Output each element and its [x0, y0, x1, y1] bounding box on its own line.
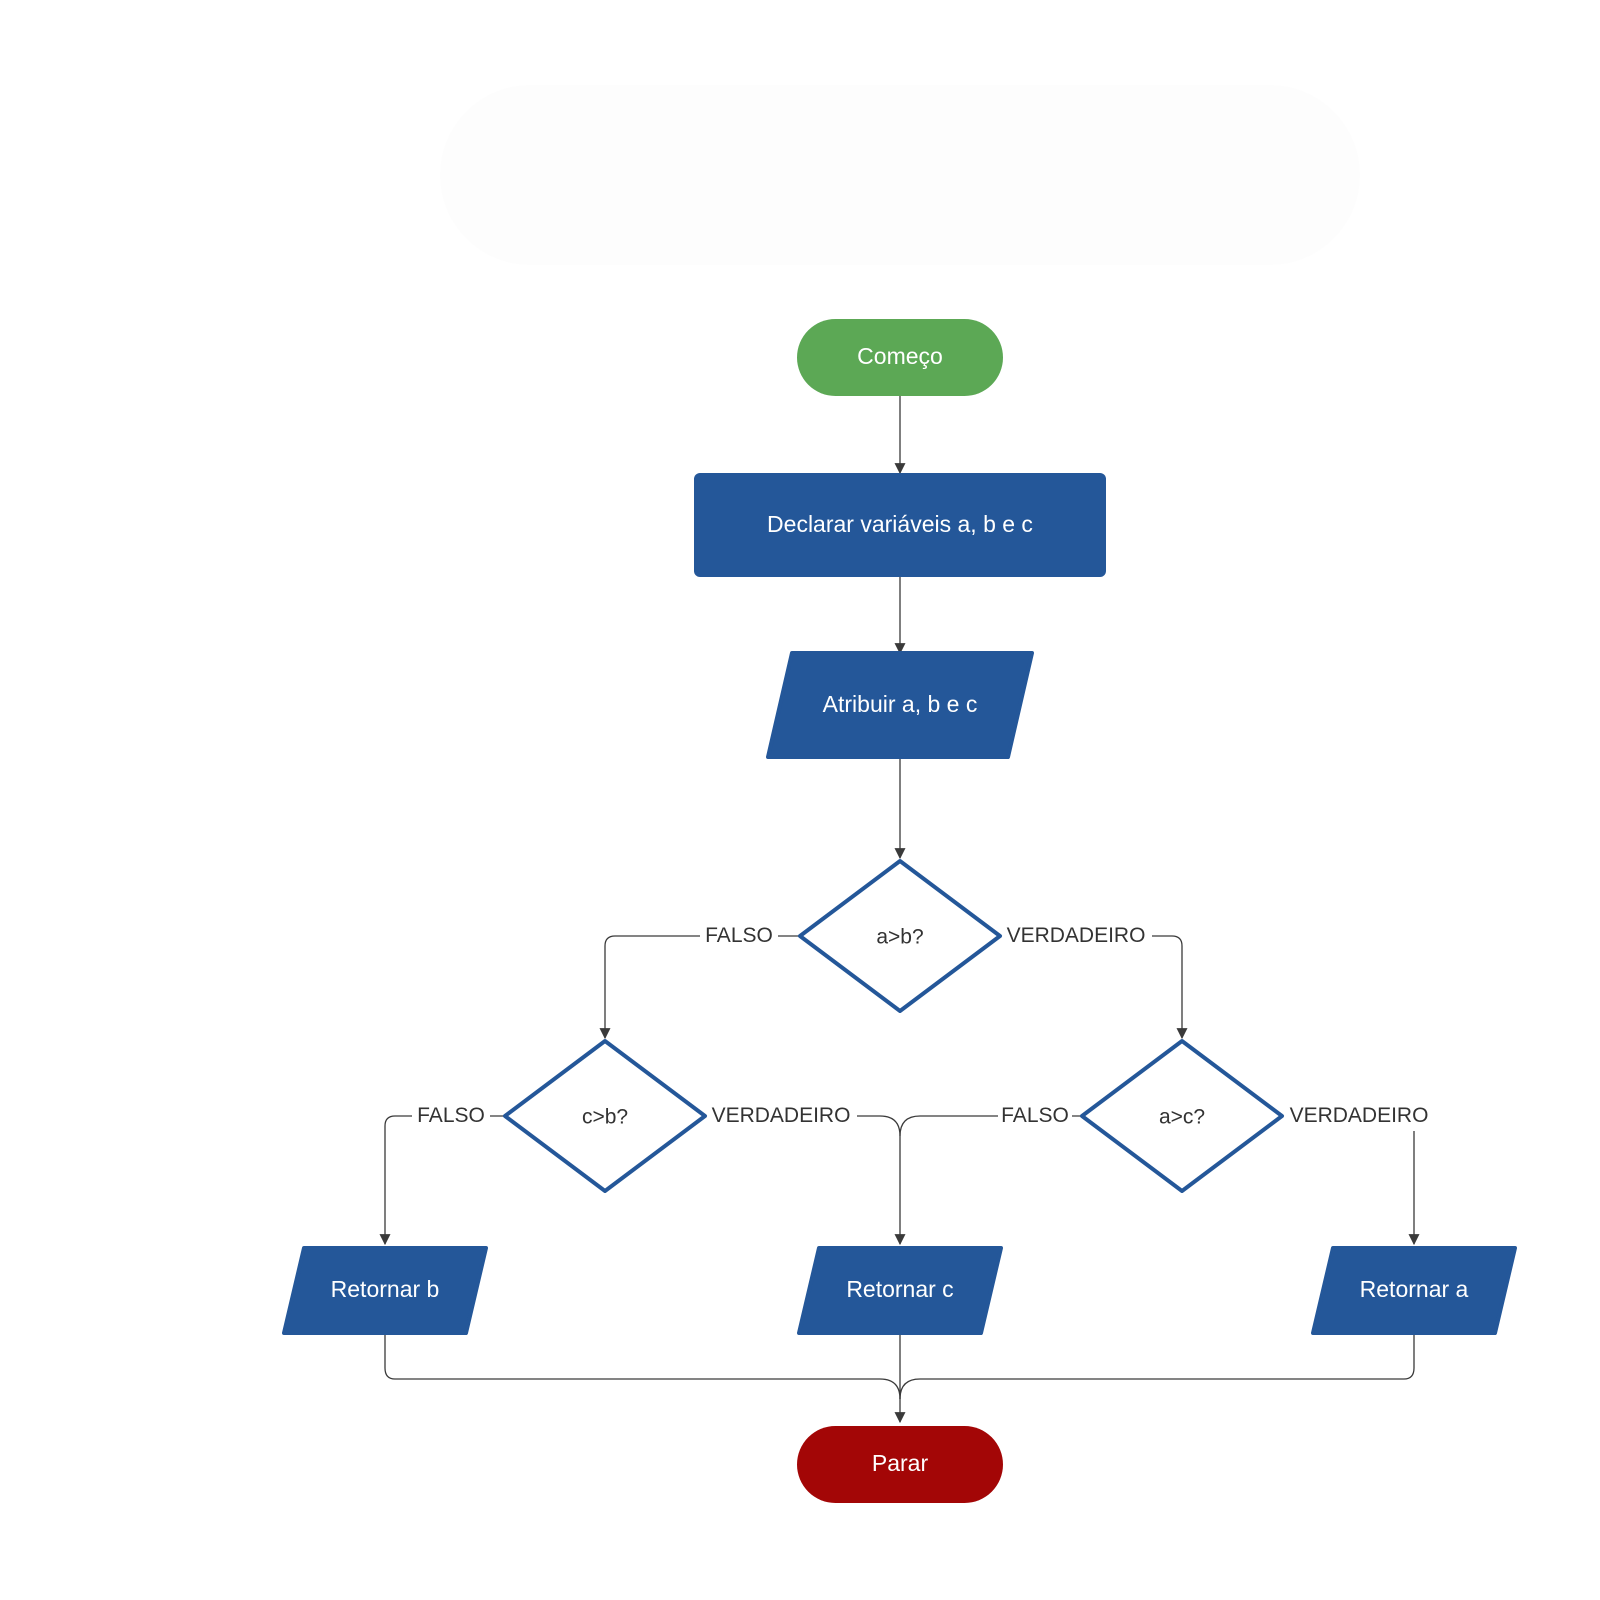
start-label: Começo	[857, 343, 943, 369]
decision-ac-label: a>c?	[1159, 1106, 1205, 1129]
declare-label: Declarar variáveis a, b e c	[767, 511, 1033, 537]
node-declare[interactable]: Declarar variáveis a, b e c	[694, 473, 1106, 577]
edge-ab-true	[1152, 935, 1188, 1040]
return-b-io-shape	[282, 1246, 488, 1335]
node-return-a[interactable]: Retornar a	[1311, 1246, 1517, 1335]
edge-cb-true	[857, 1115, 906, 1246]
return-a-io-shape	[1311, 1246, 1517, 1335]
node-return-b[interactable]: Retornar b	[282, 1246, 488, 1335]
title-placeholder	[440, 85, 1360, 265]
return-a-label: Retornar a	[1360, 1276, 1469, 1302]
label-ac-true: VERDADEIRO	[1290, 1104, 1429, 1127]
start-terminator-shape	[797, 319, 1003, 396]
decision-cb-label: c>b?	[582, 1106, 628, 1129]
node-decision-ab[interactable]: a>b?	[798, 859, 1002, 1013]
edge-return-a-to-stop	[899, 1333, 1415, 1400]
decision-cb-shape	[503, 1039, 707, 1193]
return-b-label: Retornar b	[331, 1276, 440, 1302]
node-decision-cb[interactable]: c>b?	[503, 1039, 707, 1193]
label-ab-true: VERDADEIRO	[1007, 924, 1146, 947]
stop-label: Parar	[872, 1450, 929, 1476]
node-decision-ac[interactable]: a>c?	[1080, 1039, 1284, 1193]
edge-ab-false	[605, 935, 799, 1038]
node-assign[interactable]: Atribuir a, b e c	[766, 651, 1034, 759]
decision-ac-shape	[1080, 1039, 1284, 1193]
return-c-io-shape	[797, 1246, 1003, 1335]
node-stop[interactable]: Parar	[797, 1426, 1003, 1503]
edge-return-b-to-stop	[384, 1333, 901, 1400]
declare-process-shape	[694, 473, 1106, 577]
label-ab-false: FALSO	[705, 924, 773, 947]
decision-ab-shape	[798, 859, 1002, 1013]
assign-io-shape	[766, 651, 1034, 759]
label-cb-false: FALSO	[417, 1104, 485, 1127]
edge-cb-false	[385, 1115, 504, 1244]
edge-labels: FALSO VERDADEIRO FALSO VERDADEIRO FALSO …	[412, 921, 1428, 1129]
label-ac-false: FALSO	[1001, 1104, 1069, 1127]
assign-label: Atribuir a, b e c	[823, 691, 978, 717]
decision-ab-label: a>b?	[876, 926, 923, 949]
return-c-label: Retornar c	[846, 1276, 953, 1302]
node-return-c[interactable]: Retornar c	[797, 1246, 1003, 1335]
label-cb-true: VERDADEIRO	[712, 1104, 851, 1127]
edges	[384, 396, 1420, 1424]
node-start[interactable]: Começo	[797, 319, 1003, 396]
stop-terminator-shape	[797, 1426, 1003, 1503]
